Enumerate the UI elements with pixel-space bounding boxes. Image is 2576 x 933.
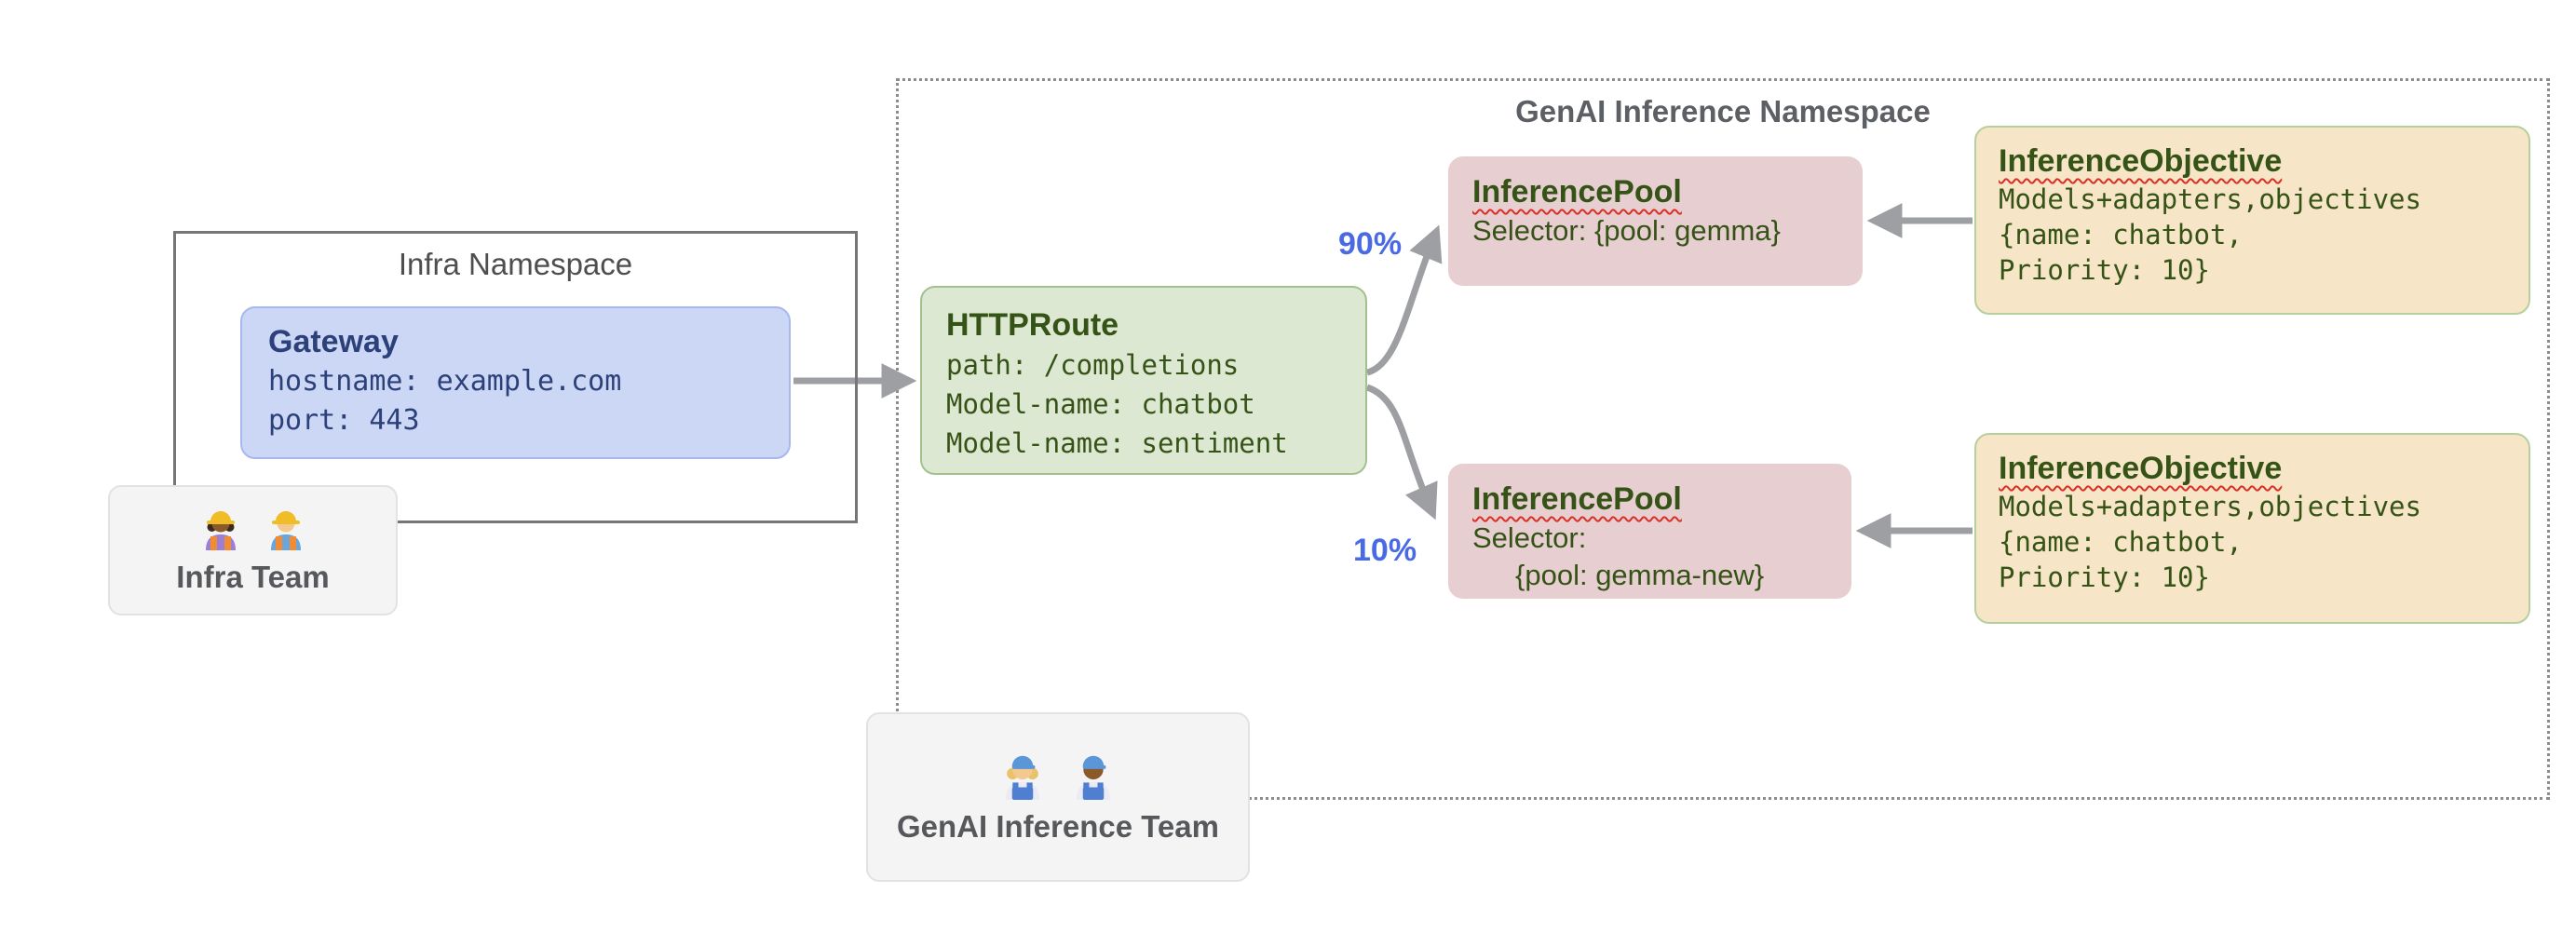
inference-objective-bottom-name-line: {name: chatbot, [1999,526,2243,558]
httproute-path-line: path: /completions [946,349,1240,381]
httproute-model-chatbot-line: Model-name: chatbot [946,388,1255,420]
light-skinned-woman-mechanic-icon [1006,755,1039,800]
inference-objective-bottom-title: InferenceObjective [1999,451,2283,486]
httproute-title: HTTPRoute [946,307,1119,343]
infra-team-label: Infra Team [176,560,330,594]
traffic-weight-90-label: 90% [1338,226,1403,262]
infra-namespace-title: Infra Namespace [398,247,633,281]
inference-pool-gemma-new-node: InferencePool Selector: {pool: gemma-new… [1448,464,1851,599]
infra-namespace-box: Infra Namespace [173,231,858,523]
gateway-node: Gateway hostname: example.com port: 443 [240,306,791,459]
inference-pool-gemma-selector-line: Selector: {pool: gemma} [1472,214,1781,247]
light-skinned-man-construction-worker-icon [270,511,301,550]
gateway-title: Gateway [268,324,399,359]
inference-objective-top-priority-line: Priority: 10} [1999,254,2210,286]
inference-objective-bottom-priority-line: Priority: 10} [1999,561,2210,593]
inference-objective-top-name-line: {name: chatbot, [1999,219,2243,250]
inference-objective-top-models-line: Models+adapters,objectives [1999,183,2421,215]
inference-objective-bottom-models-line: Models+adapters,objectives [1999,491,2421,522]
inference-pool-gemma-title: InferencePool [1472,174,1682,210]
inference-pool-gemma-new-title: InferencePool [1472,481,1682,517]
inference-objective-top-title: InferenceObjective [1999,143,2283,179]
inference-pool-gemma-new-selector-line: Selector: [1472,521,1587,554]
infra-team-box: Infra Team [108,485,398,615]
inference-pool-gemma-node: InferencePool Selector: {pool: gemma} [1448,156,1863,286]
genai-inference-team-label: GenAI Inference Team [896,809,1219,844]
traffic-weight-10-label: 10% [1353,533,1417,568]
inference-objective-top-node: InferenceObjective Models+adapters,objec… [1974,126,2530,315]
genai-inference-namespace-title: GenAI Inference Namespace [1515,94,1931,128]
genai-team-icons [997,750,1119,800]
httproute-node: HTTPRoute path: /completions Model-name:… [920,286,1367,475]
dark-skinned-man-mechanic-icon [1077,755,1110,800]
gateway-hostname-line: hostname: example.com [268,365,622,398]
gateway-port-line: port: 443 [268,404,420,437]
genai-inference-team-box: GenAI Inference Team [866,712,1250,882]
inference-objective-bottom-node: InferenceObjective Models+adapters,objec… [1974,433,2530,624]
infra-team-icons [198,506,308,550]
genai-inference-namespace-box: GenAI Inference Namespace [896,78,2550,800]
dark-skinned-woman-construction-worker-icon [205,511,236,550]
httproute-model-sentiment-line: Model-name: sentiment [946,427,1288,459]
inference-pool-gemma-new-pool-line: {pool: gemma-new} [1515,559,1765,591]
